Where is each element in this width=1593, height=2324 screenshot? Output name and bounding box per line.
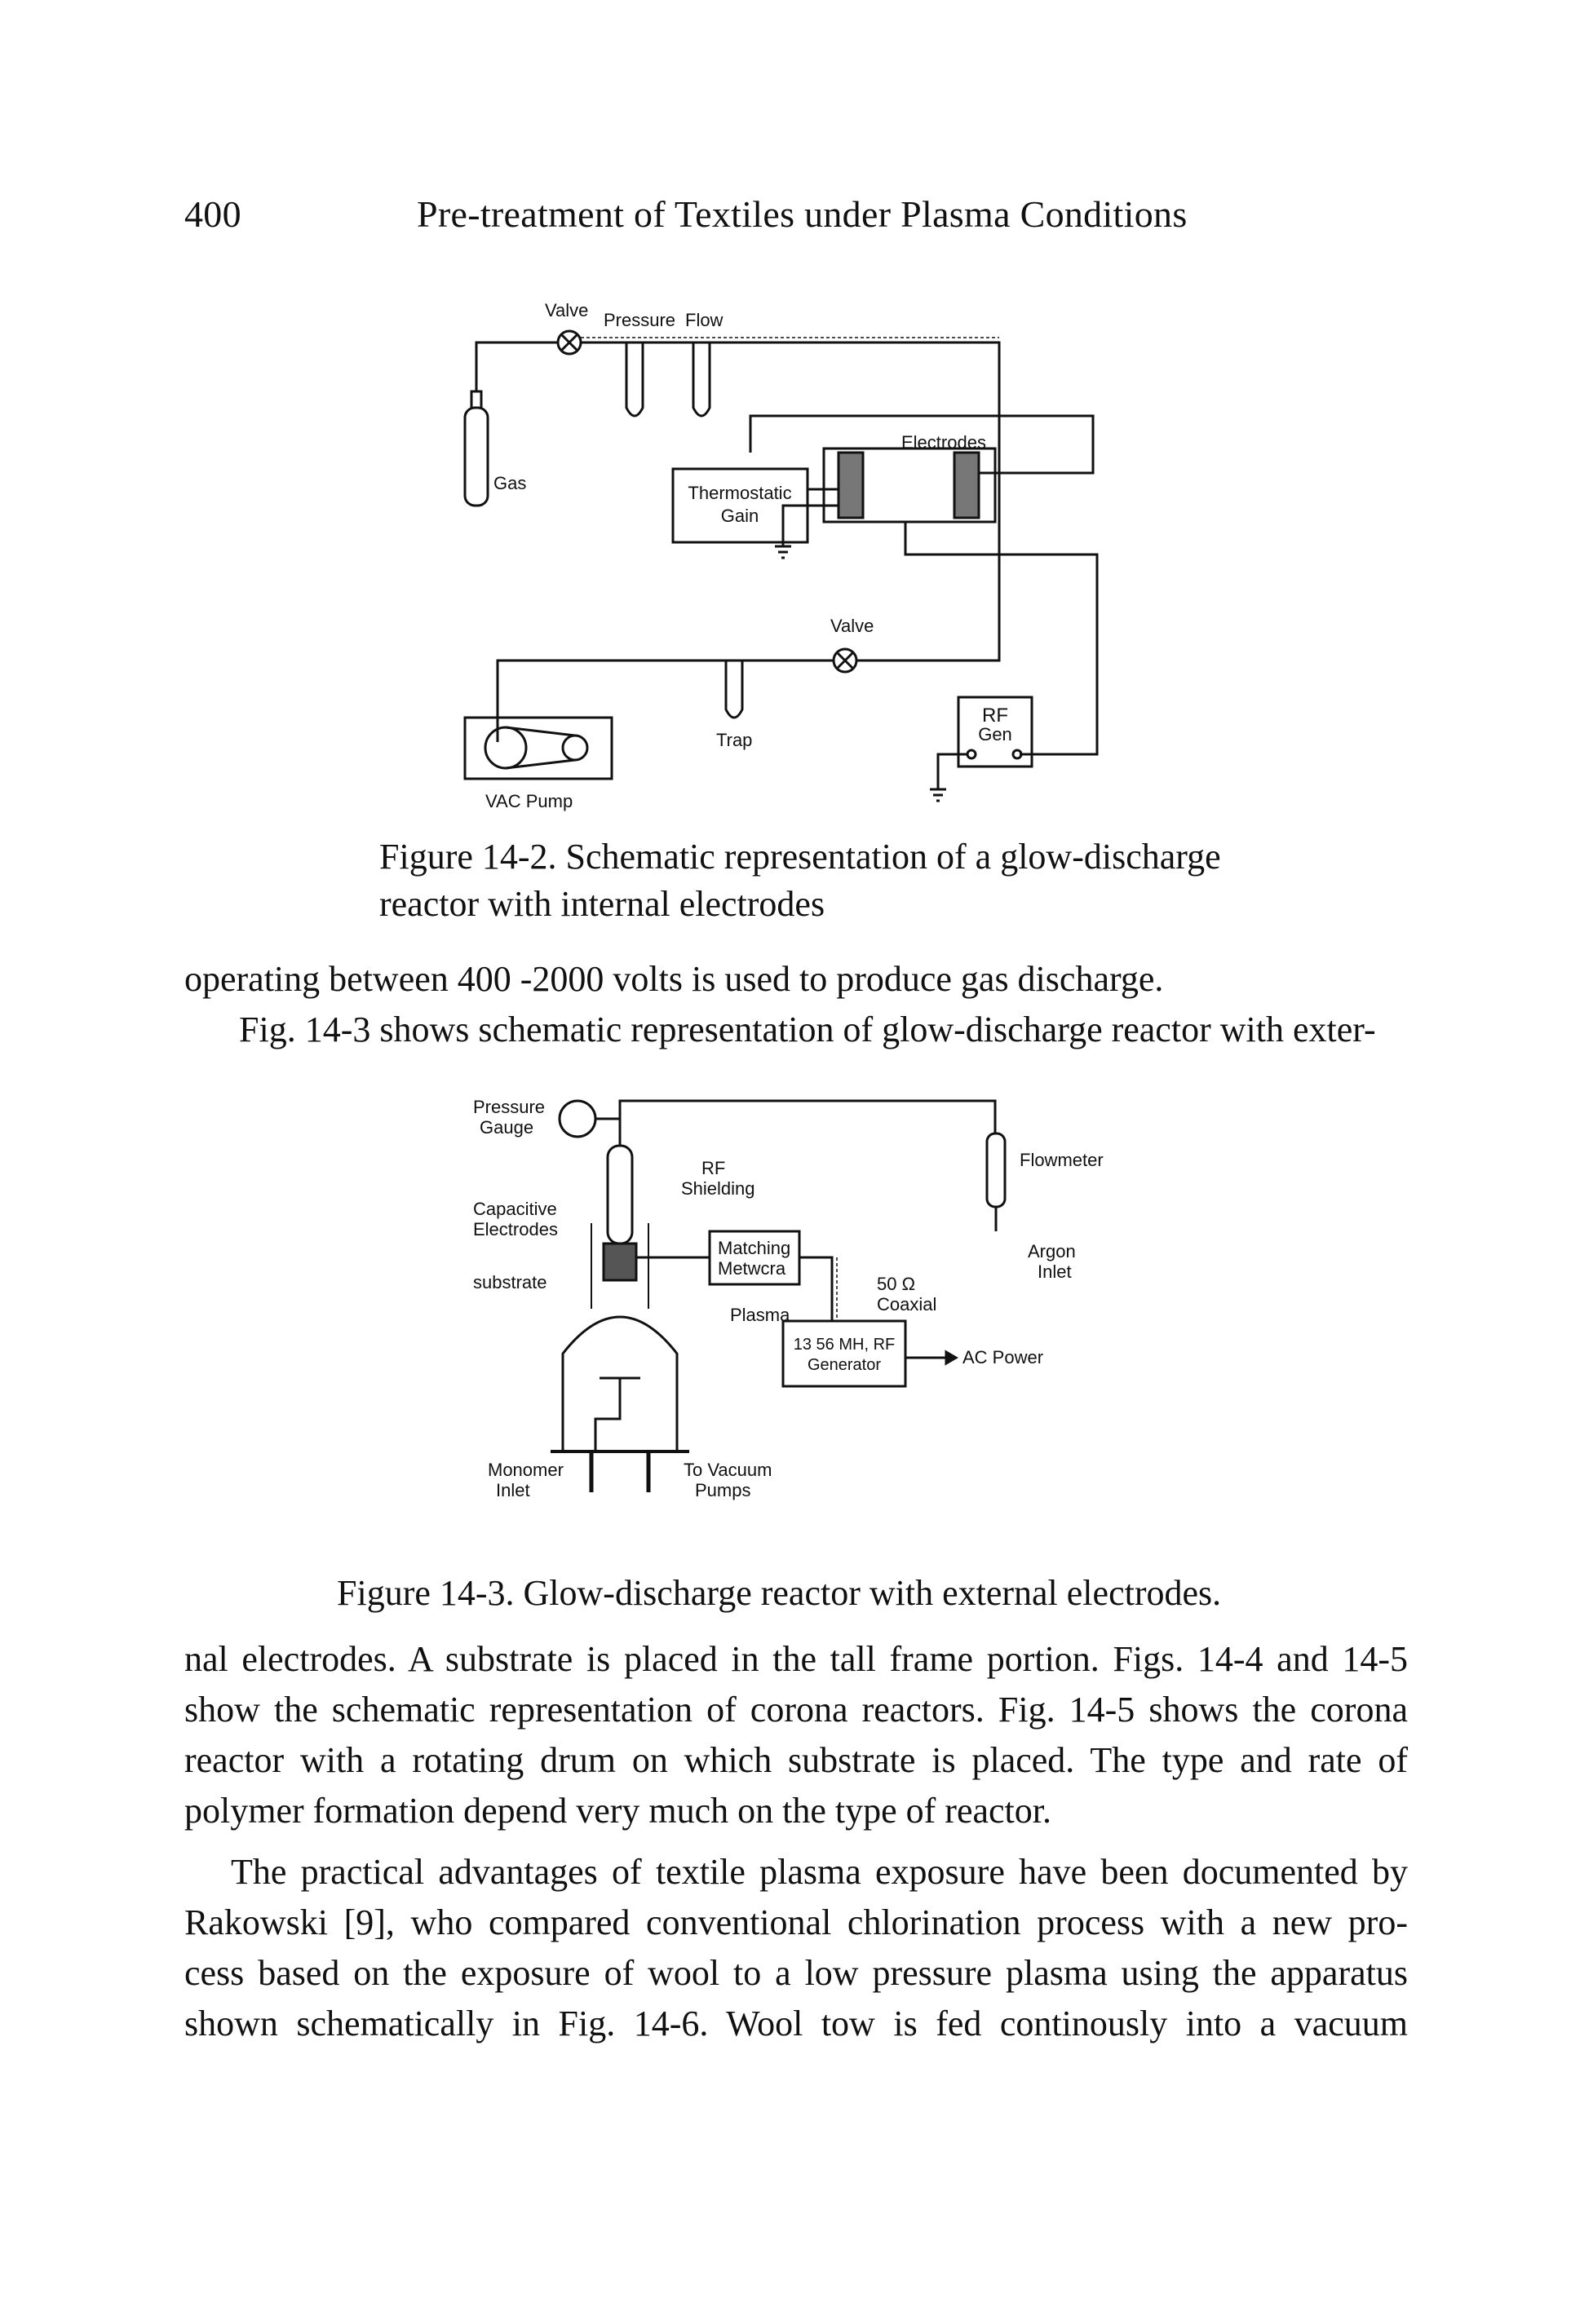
electrode-loop-right (904, 522, 1099, 756)
electrode-left (837, 451, 865, 519)
label-argon-2: Inlet (1038, 1261, 1072, 1282)
valve-x (560, 333, 579, 352)
flowmeter-tube (985, 1132, 1007, 1208)
pump-belt (505, 726, 576, 770)
vacuum-line (496, 659, 834, 742)
ac-power-arrow (945, 1350, 958, 1366)
figure-14-3-caption: Figure 14-3. Glow-discharge reactor with… (337, 1573, 1222, 1613)
pressure-tube (625, 342, 644, 418)
electrode-right (953, 451, 980, 519)
coax-line (799, 1256, 834, 1321)
flow-tube (692, 342, 711, 418)
text-line: Rakowski [9], who compared conventional … (184, 1902, 1408, 1942)
label-monomer-1: Monomer (488, 1460, 564, 1480)
rf-shielding (591, 1223, 649, 1309)
reaction-chamber (822, 447, 997, 524)
pump-wheel-2 (561, 734, 589, 762)
label-vac-pump: VAC Pump (485, 791, 573, 811)
label-coax-2: Coaxial (877, 1294, 936, 1314)
label-pressure-gauge-2: Gauge (480, 1117, 533, 1138)
gas-line-top (595, 1099, 997, 1133)
label-capacitive-1: Capacitive (473, 1199, 557, 1219)
page-number: 400 (184, 193, 241, 235)
label-plasma: Plasma (730, 1305, 790, 1325)
pump-wheel-1 (484, 726, 528, 770)
text-line: reactor with a rotating drum on which su… (184, 1740, 1408, 1780)
pressure-gauge (558, 1099, 597, 1138)
text-line: polymer formation depend very much on th… (184, 1791, 1051, 1831)
label-generator-2: Generator (808, 1356, 881, 1374)
label-trap: Trap (716, 730, 752, 750)
label-pressure: Pressure (604, 310, 675, 330)
rf-terminal-2 (1011, 749, 1023, 760)
main-top-line (581, 341, 1001, 563)
text-line: Fig. 14-3 shows schematic representation… (239, 1010, 1376, 1049)
label-gas: Gas (493, 473, 526, 493)
text-line: operating between 400 -2000 volts is use… (184, 959, 1164, 999)
label-gen: Gen (978, 724, 1012, 744)
text-line: nal electrodes. A substrate is placed in… (184, 1639, 1408, 1679)
label-vacuum-1: To Vacuum (684, 1460, 772, 1480)
gas-line (475, 341, 558, 391)
label-argon-1: Argon (1028, 1241, 1076, 1261)
caption-line-2: reactor with internal electrodes (379, 884, 825, 924)
caption-line-1: Figure 14-2. Schematic representation of… (379, 837, 1221, 877)
trap-tube (724, 661, 744, 719)
label-gain: Gain (721, 506, 759, 526)
label-monomer-2: Inlet (496, 1480, 530, 1500)
label-thermostatic: Thermostatic (688, 483, 791, 503)
figure-14-3-diagram: Pressure Gauge RF Shielding Flowmeter Ca… (473, 1097, 1104, 1500)
label-pressure-gauge-1: Pressure (473, 1097, 545, 1117)
text-line: cess based on the exposure of wool to a … (184, 1953, 1408, 1993)
rf-terminal-1 (966, 749, 977, 760)
rf-ground-line (936, 753, 967, 789)
label-generator-1: 13 56 MH, RF (794, 1336, 895, 1354)
mid-valve-x (835, 651, 855, 670)
cylinder-neck (470, 390, 483, 408)
label-rf: RF (982, 705, 1008, 727)
text-line: shown schematically in Fig. 14-6. Wool t… (184, 2004, 1408, 2043)
label-vacuum-2: Pumps (695, 1480, 750, 1500)
label-coax-1: 50 Ω (877, 1274, 915, 1294)
valve-line (856, 522, 1001, 662)
figure-14-2: Valve Pressure Flow Gas Electrodes Therm… (449, 285, 1117, 824)
ground-line-left (781, 504, 839, 546)
ground-symbol-2 (930, 788, 946, 802)
label-rf-shielding-1: RF (701, 1158, 725, 1178)
rf-generator-box (781, 1319, 907, 1388)
label-rf-shielding-2: Shielding (681, 1178, 755, 1199)
label-matching-1: Matching (718, 1238, 790, 1258)
label-valve-top: Valve (545, 300, 588, 320)
label-substrate: substrate (473, 1272, 547, 1292)
substrate-holder (594, 1376, 640, 1451)
figure-14-3: Pressure Gauge RF Shielding Flowmeter Ca… (457, 1076, 1142, 1517)
label-matching-2: Metwcra (718, 1258, 786, 1279)
capacitive-electrodes (602, 1242, 638, 1282)
electrode-loop-top (749, 414, 1095, 475)
running-title: Pre-treatment of Textiles under Plasma C… (417, 193, 1188, 235)
gas-cylinder (463, 406, 489, 507)
figure-14-2-caption: Figure 14-2. Schematic representation of… (379, 833, 1277, 928)
label-electrodes: Electrodes (901, 432, 986, 453)
text-line: The practical advantages of textile plas… (231, 1852, 1408, 1892)
reactor-column (606, 1144, 634, 1245)
label-flow: Flow (685, 310, 723, 330)
figure-14-2-diagram: Valve Pressure Flow Gas Electrodes Therm… (463, 300, 1099, 811)
label-capacitive-2: Electrodes (473, 1219, 558, 1239)
bell-jar (561, 1315, 679, 1451)
inlet-pipes (589, 1451, 651, 1492)
text-line: show the schematic representation of cor… (184, 1690, 1408, 1730)
ground-symbol-1 (775, 545, 791, 559)
paragraph-2: nal electrodes. A substrate is placed in… (184, 1634, 1408, 2123)
label-flowmeter: Flowmeter (1020, 1150, 1104, 1170)
vac-pump-box (463, 716, 613, 780)
rf-gen-box (957, 696, 1033, 768)
label-valve-mid: Valve (830, 616, 874, 636)
label-ac-power: AC Power (962, 1347, 1043, 1367)
